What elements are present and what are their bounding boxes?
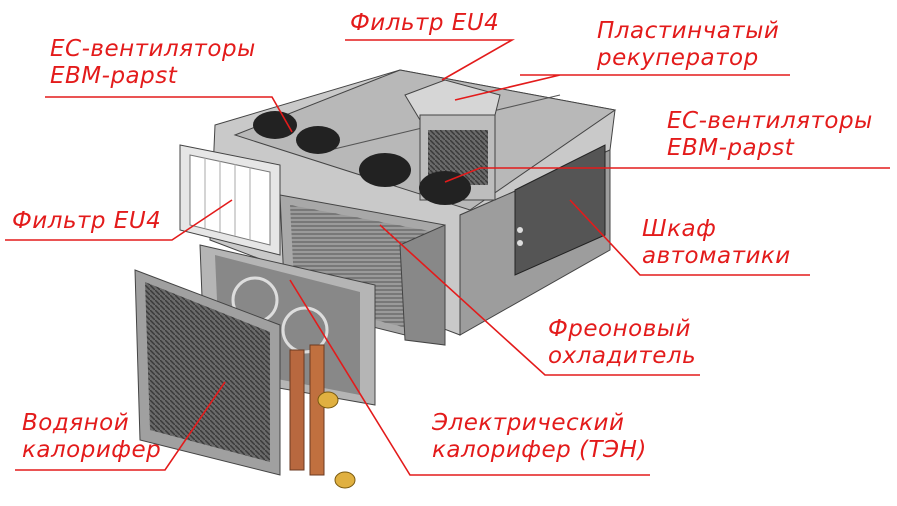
label-water-heater: Водяной калорифер	[22, 410, 161, 464]
label-line: Водяной	[22, 410, 130, 436]
label-line: Пластинчатый	[597, 18, 780, 44]
label-line: рекуператор	[597, 45, 759, 71]
leader-lines	[5, 39, 890, 476]
label-line: калорифер (ТЭН)	[432, 437, 647, 463]
label-line: Фильтр EU4	[12, 208, 162, 234]
label-line: EBM-papst	[50, 63, 178, 89]
filter-left	[179, 144, 281, 256]
label-line: EBM-papst	[667, 135, 795, 161]
label-line: автоматики	[642, 243, 791, 269]
label-filter-top: Фильтр EU4	[350, 10, 499, 37]
label-automation-cabinet: Шкаф автоматики	[642, 216, 791, 270]
label-freon-cooler: Фреоновый охладитель	[548, 316, 696, 370]
label-line: охладитель	[548, 343, 697, 369]
label-line: Электрический	[432, 410, 625, 436]
label-ec-fans-right: ЕС-вентиляторы EBM-papst	[667, 108, 873, 162]
label-electric-heater: Электрический калорифер (ТЭН)	[432, 410, 647, 464]
label-line: Фреоновый	[548, 316, 691, 342]
label-ec-fans-top: ЕС-вентиляторы EBM-papst	[50, 36, 256, 90]
water-heater	[134, 269, 356, 489]
label-line: Фильтр EU4	[350, 10, 500, 36]
fans-right	[359, 153, 471, 205]
label-line: ЕС-вентиляторы	[667, 108, 873, 134]
label-filter-left: Фильтр EU4	[12, 208, 161, 235]
fans-top	[253, 111, 340, 154]
label-line: ЕС-вентиляторы	[50, 36, 256, 62]
label-line: Шкаф	[642, 216, 717, 242]
automation-cabinet	[514, 144, 606, 276]
label-line: калорифер	[22, 437, 162, 463]
label-recuperator: Пластинчатый рекуператор	[597, 18, 779, 72]
